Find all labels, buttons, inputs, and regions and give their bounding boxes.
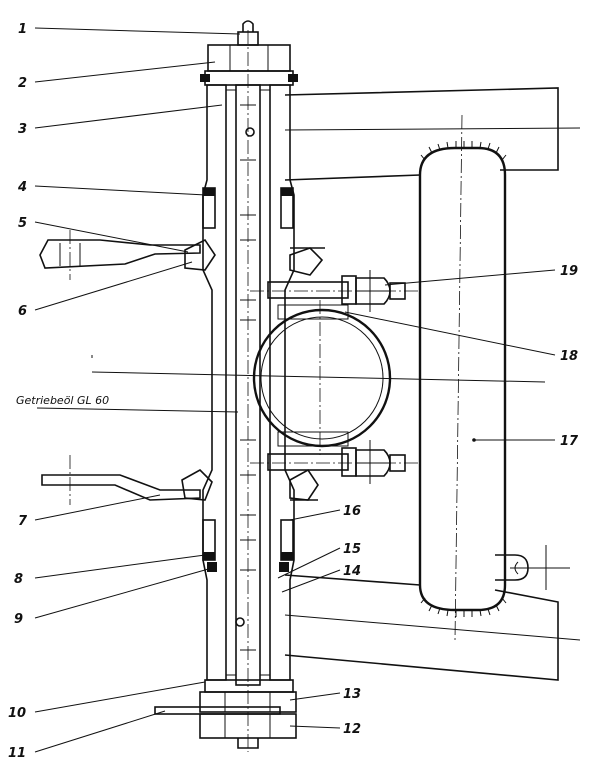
kingpin-housing [202,30,295,752]
label-17: 17 [560,434,579,449]
bolt-upper [250,270,420,312]
top-nut [200,20,298,86]
spring-block [418,114,570,641]
label-16: 16 [343,504,361,519]
leader-lines [34,27,556,753]
label-4: 4 [17,180,27,195]
lower-steering-arm [41,455,319,505]
bolt-lower [250,440,420,484]
label-19: 19 [560,264,578,279]
seal-pack-upper [202,187,294,229]
clamp-ring [91,300,546,455]
seal-pack-lower [202,519,294,572]
label-18: 18 [560,349,578,364]
label-1: 1 [18,22,27,37]
label-12: 12 [343,722,361,737]
label-15: 15 [343,542,361,557]
label-10: 10 [8,706,26,721]
label-oil: Getriebeöl GL 60 [16,394,109,407]
upper-steering-arm [39,230,325,280]
label-3: 3 [18,122,27,137]
axle-beam [284,87,581,681]
label-2: 2 [18,76,27,91]
label-9: 9 [14,612,23,627]
part-labels: 1 2 3 4 5 6 Getriebeöl GL 60 7 8 9 10 11… [8,22,579,761]
bottom-nuts [154,679,297,749]
label-7: 7 [18,514,28,529]
label-6: 6 [18,304,27,319]
label-14: 14 [343,564,361,579]
label-13: 13 [343,687,361,702]
label-11: 11 [8,746,26,761]
label-8: 8 [14,572,23,587]
label-5: 5 [18,216,27,231]
